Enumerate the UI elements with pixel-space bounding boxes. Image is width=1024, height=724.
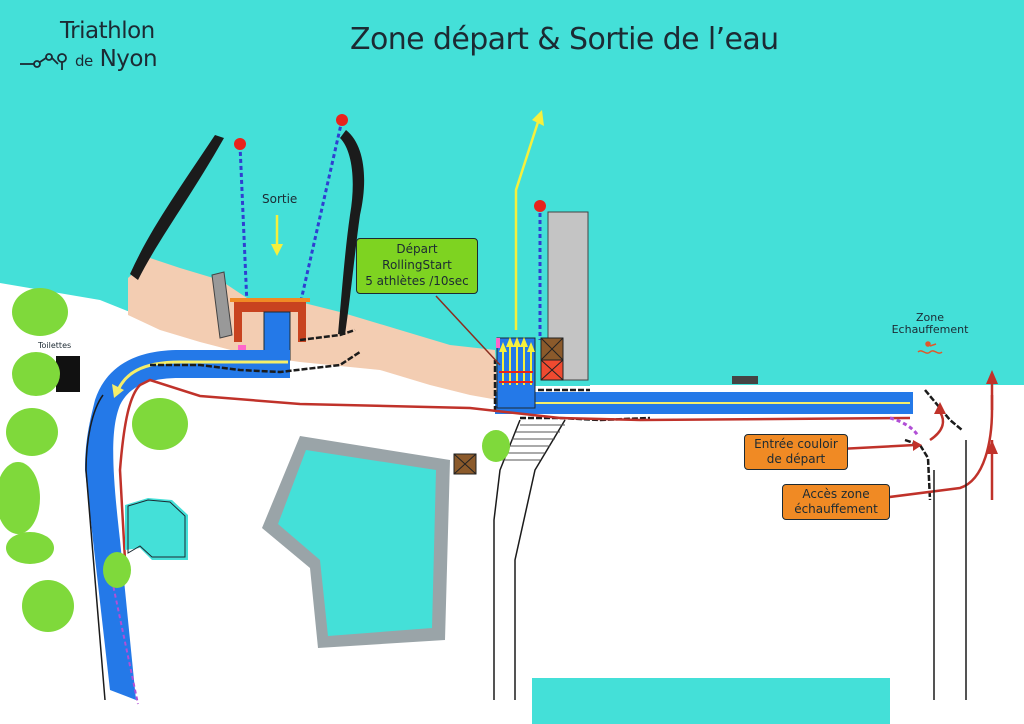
pool xyxy=(278,450,436,636)
crate-icon xyxy=(540,337,564,361)
road-lines xyxy=(85,394,967,701)
start-arrows xyxy=(502,345,532,385)
acces-zone-box: Accès zone échauffement xyxy=(782,484,890,520)
zone-line-1: Zone xyxy=(915,311,944,324)
entree-line-1: Entrée couloir xyxy=(754,437,838,451)
depart-line-1: Départ xyxy=(396,242,438,256)
buoy-line xyxy=(298,119,344,306)
swimmer-icon xyxy=(917,341,943,354)
sortie-label: Sortie xyxy=(262,192,298,206)
stairs xyxy=(500,424,565,461)
logo-subtitle: de Nyon xyxy=(75,46,158,72)
lake xyxy=(0,0,1024,386)
direction-arrow-icon xyxy=(514,121,540,330)
logo-graphic xyxy=(20,53,67,70)
purple-path xyxy=(889,416,920,437)
logo-title: Triathlon xyxy=(60,18,155,44)
zone-line-2: Echauffement xyxy=(891,323,969,336)
acces-line-1: Accès zone xyxy=(802,487,870,501)
page-title: Zone départ & Sortie de l’eau xyxy=(350,22,779,57)
small-pier xyxy=(211,271,233,339)
entree-line-2: de départ xyxy=(766,452,826,466)
buoy-icon xyxy=(234,138,246,150)
buoy-icon xyxy=(534,200,546,212)
acces-line-2: échauffement xyxy=(794,502,878,516)
crate-icon xyxy=(540,359,564,381)
logo-nyon: Nyon xyxy=(99,46,158,72)
zone-echauffement-label: Zone Echauffement xyxy=(884,312,976,336)
toilettes-label: Toilettes xyxy=(38,341,72,350)
depart-line-2: RollingStart xyxy=(382,258,452,272)
path-arrow xyxy=(116,360,288,391)
depart-info-box: Départ RollingStart 5 athlètes /10sec xyxy=(356,238,478,294)
entree-couloir-box: Entrée couloir de départ xyxy=(744,434,848,470)
lake-bottom xyxy=(532,678,890,724)
logo-de: de xyxy=(75,52,93,70)
buoy-line xyxy=(238,144,249,306)
swim-lane xyxy=(85,350,290,700)
tree xyxy=(0,288,510,632)
crate-icon xyxy=(453,453,477,475)
exit-frame xyxy=(234,302,306,312)
rock-jetty-right xyxy=(338,130,365,335)
buoy-icon xyxy=(336,114,348,126)
depart-line-3: 5 athlètes /10sec xyxy=(365,274,469,288)
rock-jetty-left xyxy=(130,135,224,280)
small-pond xyxy=(125,498,188,560)
bench xyxy=(732,376,758,384)
